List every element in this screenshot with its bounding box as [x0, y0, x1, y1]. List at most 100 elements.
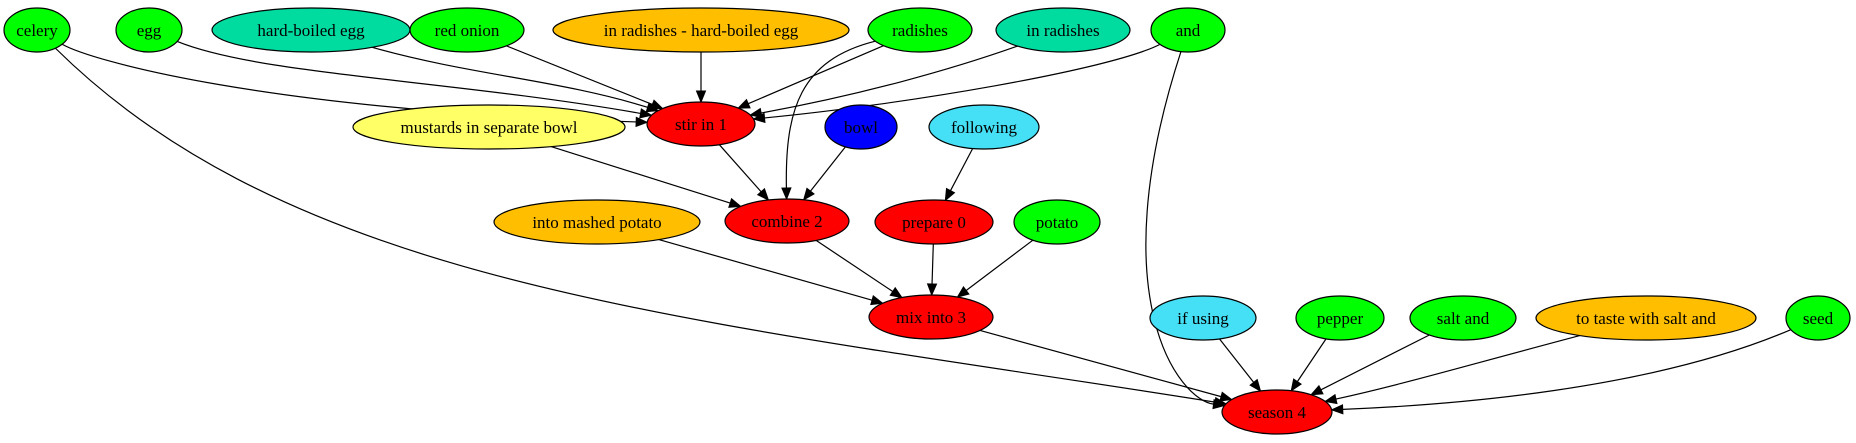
arrowhead	[639, 108, 653, 119]
node-if-using: if using	[1149, 295, 1257, 341]
node-shape	[352, 104, 626, 150]
node-shape	[824, 104, 898, 150]
edge-line	[979, 329, 1222, 398]
node-prepare-0: prepare 0	[874, 199, 994, 245]
node-bowl: bowl	[824, 104, 898, 150]
node-egg: egg	[115, 7, 183, 53]
node-label: combine 2	[751, 212, 822, 231]
edge-line	[764, 43, 1161, 119]
node-shape	[1150, 7, 1226, 53]
arrowhead	[1212, 398, 1226, 410]
node-label: radishes	[892, 21, 948, 40]
edge-pepper-to-season_4	[1290, 338, 1327, 392]
node-shape	[928, 104, 1040, 150]
node-seed: seed	[1785, 295, 1851, 341]
edge-line	[965, 239, 1034, 291]
node-label: mustards in separate bowl	[400, 118, 577, 137]
edge-bowl-to-combine_2	[802, 146, 846, 201]
node-label: in radishes - hard-boiled egg	[604, 21, 799, 40]
arrowhead	[781, 187, 792, 201]
node-label: in radishes	[1026, 21, 1099, 40]
edge-in_radishes-to-stir_in_1	[748, 45, 1018, 119]
node-shape	[867, 7, 973, 53]
node-pepper: pepper	[1295, 295, 1385, 341]
node-mix-into-3: mix into 3	[868, 294, 994, 340]
arrowhead	[728, 197, 742, 208]
edge-line	[176, 40, 641, 114]
node-label: mix into 3	[896, 308, 966, 327]
node-red-onion: red onion	[409, 7, 525, 53]
arrowhead	[926, 283, 938, 297]
arrowhead	[756, 187, 770, 202]
node-shape	[646, 101, 756, 147]
arrowhead	[1309, 384, 1324, 396]
edge-prepare_0-to-mix_into_3	[926, 243, 938, 297]
arrowhead	[736, 98, 751, 109]
edge-line	[506, 45, 653, 106]
node-label: bowl	[844, 118, 878, 137]
edge-line	[761, 45, 1018, 114]
edge-line	[949, 148, 974, 191]
node-following: following	[928, 104, 1040, 150]
node-stir-in-1: stir in 1	[646, 101, 756, 147]
node-mustards: mustards in separate bowl	[352, 104, 626, 150]
arrowhead	[1290, 378, 1303, 392]
edge-if_using-to-season_4	[1218, 338, 1262, 393]
edge-following-to-prepare_0	[944, 148, 974, 202]
node-label: to taste with salt and	[1576, 309, 1716, 328]
node-shape	[1409, 295, 1517, 341]
arrowhead	[748, 107, 763, 119]
arrowhead	[889, 286, 903, 299]
edge-line	[371, 46, 648, 108]
edge-seed-to-season_4	[1330, 329, 1792, 415]
node-shape	[1295, 295, 1385, 341]
node-in-radishes: in radishes	[995, 7, 1131, 53]
node-label: red onion	[435, 21, 500, 40]
node-shape	[552, 7, 850, 53]
arrowhead	[635, 116, 649, 128]
node-in-radishes-hbe: in radishes - hard-boiled egg	[552, 7, 850, 53]
node-label: pepper	[1317, 309, 1364, 328]
node-layer: celery egg hard-boiled egg red onion in radi…	[3, 7, 1851, 435]
edge-potato-to-mix_into_3	[956, 239, 1034, 298]
node-label: season 4	[1248, 403, 1307, 422]
node-radishes: radishes	[867, 7, 973, 53]
node-label: into mashed potato	[532, 213, 661, 232]
edge-line	[718, 144, 762, 193]
arrowhead	[944, 187, 956, 202]
edge-layer	[55, 40, 1792, 415]
node-label: prepare 0	[902, 213, 966, 232]
node-shape	[493, 199, 701, 245]
edge-stir_in_1-to-combine_2	[718, 144, 770, 202]
edge-line	[1342, 329, 1792, 410]
node-label: celery	[16, 21, 58, 40]
node-label: if using	[1177, 309, 1229, 328]
edge-line	[1218, 338, 1255, 383]
arrowhead	[1219, 391, 1233, 402]
node-label: following	[951, 118, 1018, 137]
node-salt-and: salt and	[1409, 295, 1517, 341]
node-shape	[1221, 389, 1333, 435]
node-label: and	[1176, 21, 1201, 40]
edge-line	[931, 243, 934, 285]
edge-line	[748, 45, 884, 105]
node-into-mashed-potato: into mashed potato	[493, 199, 701, 245]
edge-in_radishes_hbe-to-stir_in_1	[695, 52, 707, 104]
node-label: salt and	[1437, 309, 1490, 328]
edge-line	[785, 40, 876, 189]
node-shape	[115, 7, 183, 53]
node-shape	[409, 7, 525, 53]
node-season-4: season 4	[1221, 389, 1333, 435]
edge-into_mashed_potato-to-mix_into_3	[658, 239, 884, 306]
edge-mix_into_3-to-season_4	[979, 329, 1233, 402]
node-potato: potato	[1013, 199, 1101, 245]
node-label: egg	[137, 21, 162, 40]
node-celery: celery	[3, 7, 71, 53]
node-label: hard-boiled egg	[257, 21, 365, 40]
edge-and-to-season_4	[1145, 51, 1226, 410]
arrowhead	[956, 285, 970, 298]
arrowhead	[870, 295, 884, 306]
node-label: seed	[1803, 309, 1834, 328]
arrowhead	[649, 99, 664, 110]
